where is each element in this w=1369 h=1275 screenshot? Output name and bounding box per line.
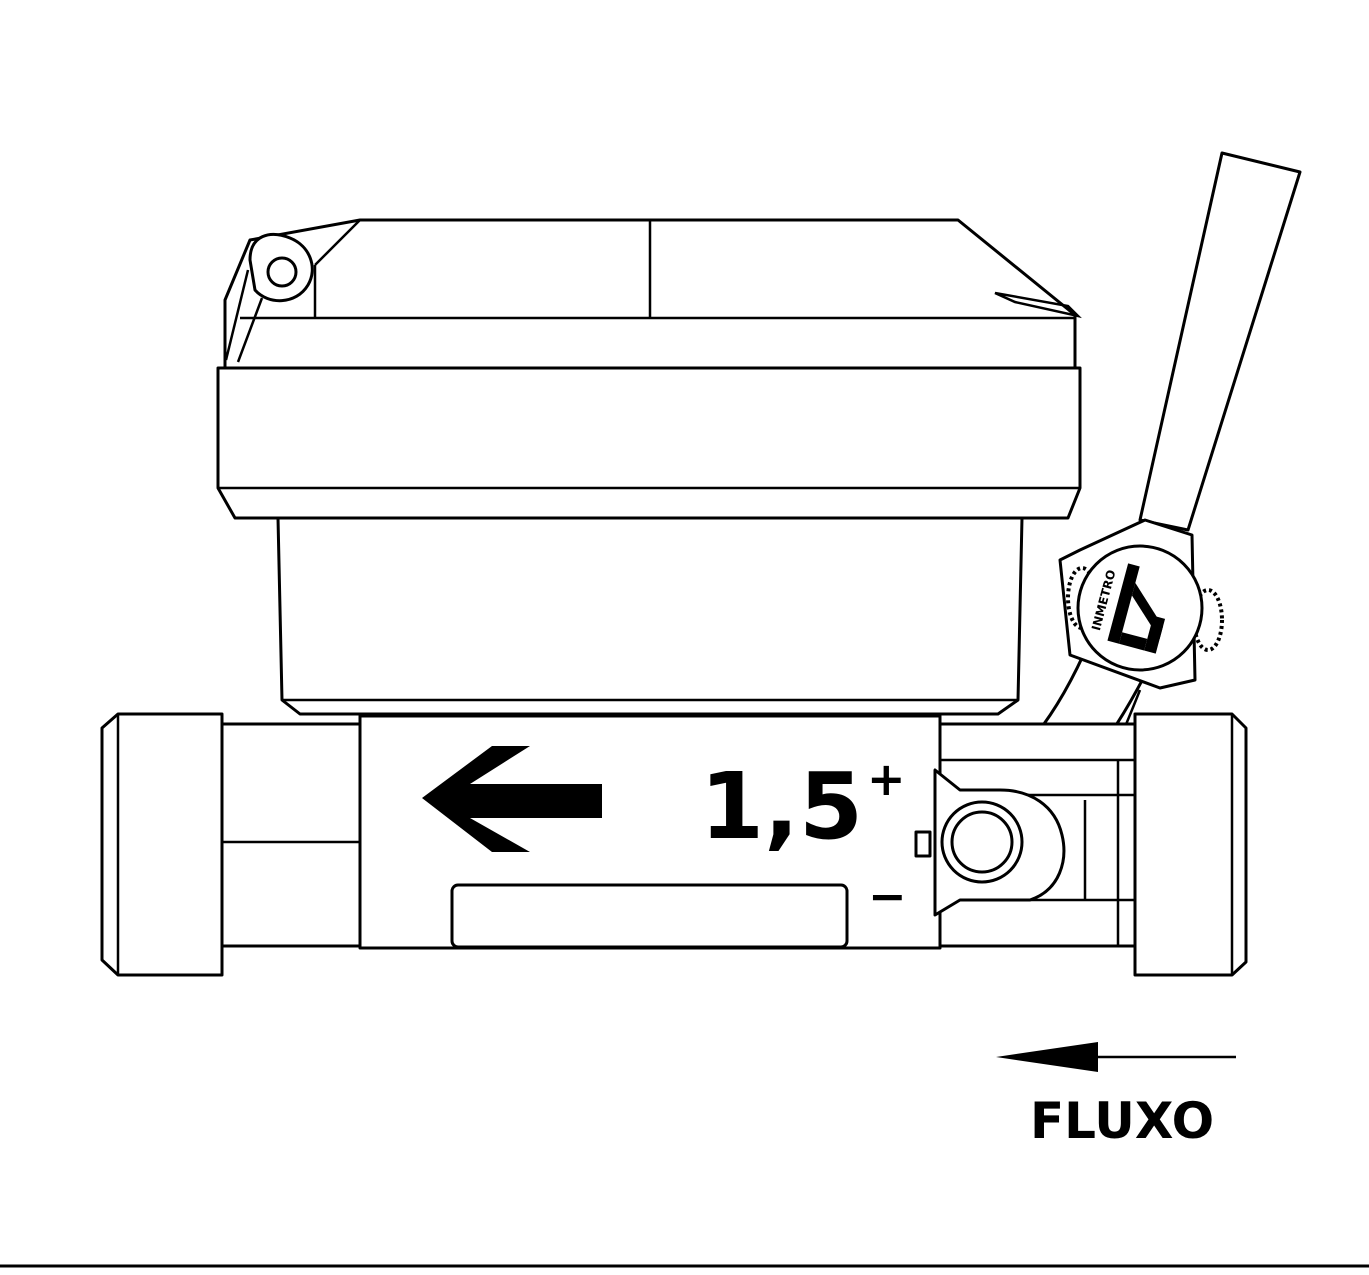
plus-sign: +	[867, 752, 906, 806]
right-union-nut	[1133, 712, 1248, 977]
arrow-left-icon	[422, 746, 602, 852]
latch-clip	[994, 291, 1082, 319]
register-ring	[216, 366, 1082, 520]
serial-window	[450, 883, 849, 949]
meter-cap	[223, 218, 1082, 374]
left-union-nut	[100, 712, 224, 977]
flow-indicator: FLUXO	[996, 1042, 1236, 1150]
arrow-left-icon	[996, 1042, 1098, 1072]
adjustment-screw	[914, 768, 1066, 917]
seal-housing: INMETRO	[1058, 518, 1224, 690]
flow-label: FLUXO	[1030, 1092, 1214, 1150]
label-plate	[358, 714, 942, 950]
hinge-pin-hole	[266, 256, 298, 288]
minus-sign: −	[868, 869, 907, 923]
meter-housing	[276, 516, 1024, 716]
meter-size-label: 1,5	[700, 753, 863, 860]
